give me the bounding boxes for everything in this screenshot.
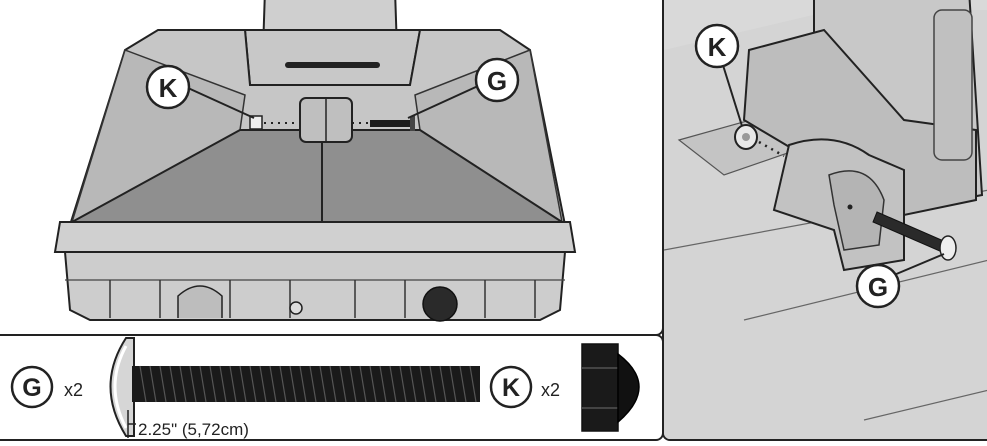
callout-g-detail: G: [855, 263, 901, 309]
main-nut-k: [249, 115, 263, 130]
detail-nut-k: [734, 124, 758, 150]
bolt-length-label: 2.25" (5,72cm): [138, 420, 249, 439]
main-assembly-panel: K G: [0, 0, 664, 336]
callout-k-main-letter: K: [159, 73, 178, 103]
callout-k-detail-letter: K: [708, 32, 727, 62]
acorn-nut-part-icon: [581, 343, 640, 432]
part-k-callout: K: [489, 365, 533, 409]
parts-illustration: G x2: [10, 337, 640, 439]
detail-closeup-panel: K G: [662, 0, 987, 441]
part-g-quantity: x2: [64, 380, 83, 400]
callout-k-main: K: [145, 64, 191, 110]
base-assembly-illustration: K G: [53, 0, 577, 322]
part-k-quantity: x2: [541, 380, 560, 400]
part-g-letter: G: [22, 374, 41, 402]
main-bolt-g: [370, 116, 415, 131]
part-g-callout: G: [10, 365, 54, 409]
callout-k-detail: K: [694, 23, 740, 69]
detail-closeup-illustration: K G: [664, 0, 987, 439]
drain-hole: [422, 286, 458, 322]
callout-g-main-letter: G: [487, 66, 507, 96]
detail-bolt-g: [872, 211, 957, 261]
part-k-letter: K: [502, 374, 520, 402]
callout-g-detail-letter: G: [868, 272, 888, 302]
callout-g-main: G: [474, 57, 520, 103]
parts-list-panel: G x2: [0, 334, 664, 441]
